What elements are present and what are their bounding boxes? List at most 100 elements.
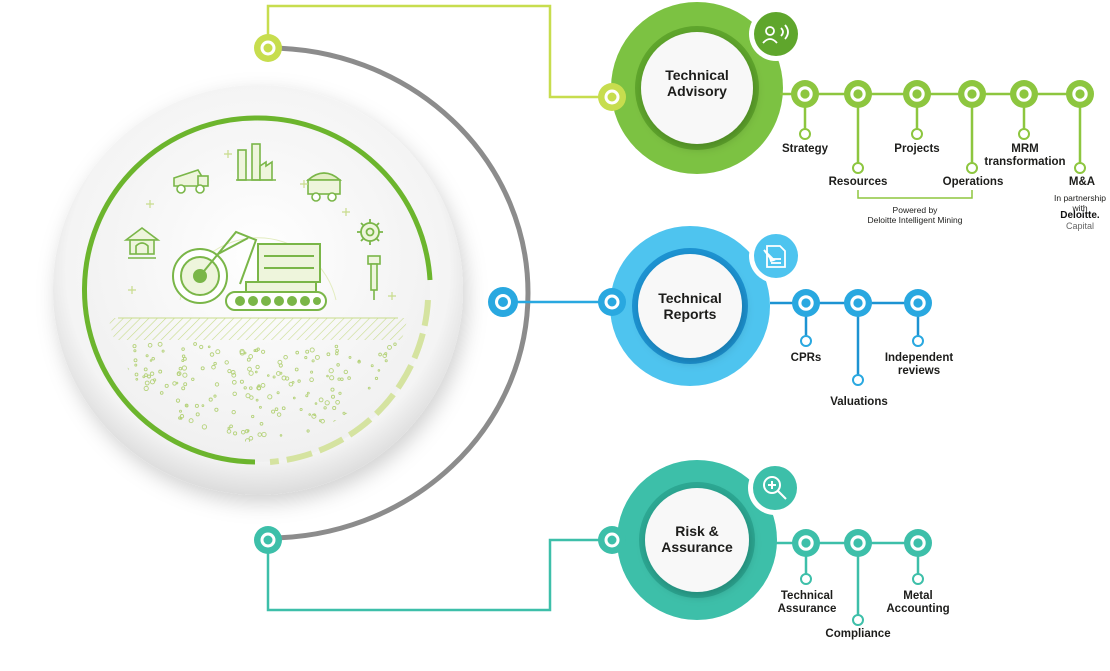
ground-dot	[309, 377, 314, 382]
advisory-item-node-3	[958, 80, 986, 108]
risk-item-node-2	[904, 529, 932, 557]
ground-dot	[326, 374, 329, 378]
ground-dot	[108, 439, 114, 442]
ground-dot	[288, 381, 294, 387]
powered-by-line1: Powered by	[892, 205, 938, 215]
deloitte-capital-logo: Deloitte. Capital	[1050, 211, 1110, 232]
label-mrm-transformation: MRM transformation	[984, 143, 1066, 169]
risk-item-node-0	[792, 529, 820, 557]
ground-dot	[292, 396, 296, 400]
ground-dot	[337, 377, 341, 381]
ground-dot	[231, 379, 237, 385]
label-operations: Operations	[942, 176, 1004, 188]
ground-dot	[338, 391, 342, 395]
ground-dot	[334, 344, 339, 349]
ground-dot	[324, 400, 330, 406]
ground-dot	[306, 391, 310, 395]
ground-dot	[133, 358, 138, 363]
node-risk-entry	[598, 526, 626, 554]
mining-illustration-disc	[53, 85, 463, 495]
ground-dot	[157, 341, 163, 347]
label-independent: Independent	[884, 352, 954, 364]
label-accounting: Accounting	[886, 603, 950, 615]
ground-dot	[326, 352, 331, 357]
ground-dot	[255, 398, 259, 402]
label-reviews: reviews	[897, 365, 941, 377]
ground-dot	[207, 345, 211, 349]
ground-dot	[306, 429, 310, 433]
gear-icon	[357, 219, 383, 245]
ground-dot	[200, 366, 205, 371]
label-strategy: Strategy	[781, 143, 829, 155]
ground-dot	[191, 377, 195, 381]
mine-entrance-icon	[123, 227, 161, 259]
ground-dot	[161, 349, 165, 353]
ground-dot	[181, 354, 186, 358]
ground-dot	[314, 354, 320, 360]
risk-title: Risk & Assurance	[642, 523, 752, 555]
label-compliance: Compliance	[825, 628, 891, 640]
person-speaking-icon	[762, 24, 789, 44]
ground-dot	[185, 404, 189, 408]
advisory-item-node-5	[1066, 80, 1094, 108]
ground-dot	[215, 349, 221, 355]
ground-dot	[305, 394, 309, 398]
node-advisory-entry	[598, 83, 626, 111]
ground-dot	[249, 395, 254, 400]
label-metal-accounting: Metal Accounting	[880, 590, 956, 616]
powered-by-note: Powered by Deloitte Intelligent Mining	[855, 205, 975, 225]
label-independent-reviews: Independent reviews	[878, 352, 960, 378]
label-resources: Resources	[828, 176, 888, 188]
ground-dot	[253, 349, 257, 353]
ground-dot	[158, 369, 163, 374]
node-reports-entry	[598, 288, 626, 316]
ground-dot	[279, 434, 283, 437]
label-assurance: Assurance	[777, 603, 837, 615]
document-edit-icon	[763, 245, 786, 268]
ground-dot	[231, 409, 236, 415]
ground-dot	[393, 342, 397, 346]
ground-dot	[188, 418, 194, 424]
ground-dot	[343, 369, 348, 375]
connector-arc	[267, 45, 531, 541]
ground-dot	[145, 354, 149, 358]
magnifier-plus-icon	[763, 476, 787, 500]
ground-dot	[229, 424, 233, 429]
ground-dot	[134, 372, 139, 377]
ground-dot	[132, 344, 137, 349]
ground-dot	[159, 391, 164, 395]
ground-dot	[208, 397, 213, 402]
ground-dot	[233, 431, 238, 436]
ground-dot	[284, 376, 290, 381]
ground-dot	[314, 402, 318, 405]
ground-dot	[330, 387, 335, 392]
ground-dot	[248, 436, 254, 441]
ground-dot	[201, 424, 208, 430]
ground-dot	[276, 412, 282, 417]
ground-dot	[387, 344, 392, 350]
ground-dot	[279, 371, 283, 375]
advisory-item-node-2	[903, 80, 931, 108]
ground-dot	[274, 407, 279, 412]
ground-dot	[227, 426, 231, 430]
ground-dot	[199, 344, 204, 350]
advisory-item-node-0	[791, 80, 819, 108]
ground-dot	[164, 383, 169, 388]
label-cprs: CPRs	[790, 352, 822, 364]
ground-dot	[297, 379, 301, 383]
ground-dot	[276, 391, 280, 395]
advisory-title: Technical Advisory	[642, 67, 752, 99]
ground-dot	[213, 394, 217, 398]
risk-item-end-2	[912, 573, 924, 585]
ground-dot	[181, 386, 186, 391]
ground-dot	[248, 354, 254, 359]
advisory-item-end-4	[1018, 128, 1030, 140]
ground-dot	[213, 361, 217, 366]
ground-dot	[179, 414, 185, 419]
label-mrm: MRM	[1011, 143, 1039, 155]
ground-dot	[261, 349, 266, 354]
advisory-item-end-1	[852, 162, 864, 174]
reports-item-end-0	[800, 335, 812, 347]
hub-risk-assurance	[617, 460, 802, 620]
